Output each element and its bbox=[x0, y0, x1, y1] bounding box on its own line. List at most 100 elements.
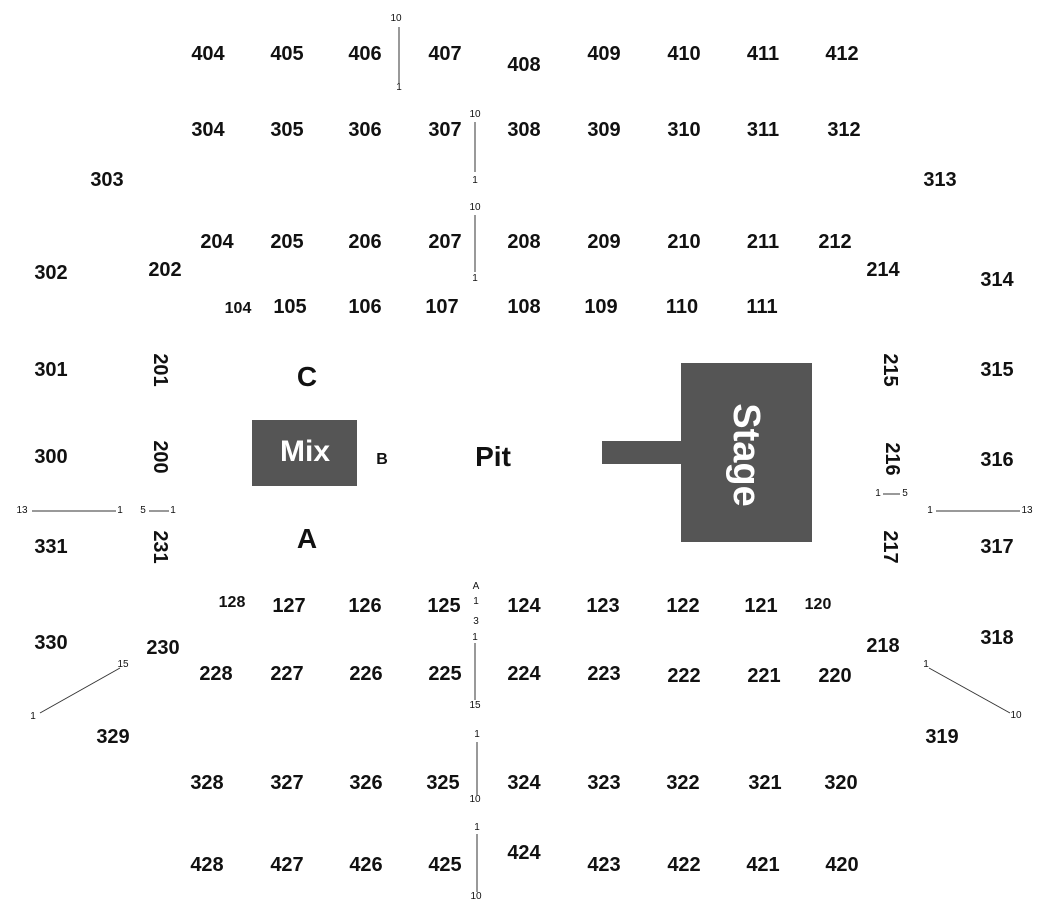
section-308[interactable]: 308 bbox=[507, 119, 541, 141]
section-408[interactable]: 408 bbox=[507, 54, 541, 76]
section-110[interactable]: 110 bbox=[665, 296, 699, 318]
section-327[interactable]: 327 bbox=[270, 772, 304, 794]
section-202[interactable]: 202 bbox=[148, 259, 182, 281]
section-406[interactable]: 406 bbox=[348, 43, 382, 65]
section-323[interactable]: 323 bbox=[587, 772, 621, 794]
section-301[interactable]: 301 bbox=[34, 359, 68, 381]
section-422[interactable]: 422 bbox=[667, 854, 701, 876]
section-331[interactable]: 331 bbox=[34, 536, 68, 558]
section-106[interactable]: 106 bbox=[348, 296, 382, 318]
section-409[interactable]: 409 bbox=[587, 43, 621, 65]
section-410[interactable]: 410 bbox=[667, 43, 701, 65]
section-329[interactable]: 329 bbox=[96, 726, 130, 748]
section-426[interactable]: 426 bbox=[349, 854, 383, 876]
section-231[interactable]: 231 bbox=[149, 530, 171, 564]
section-111[interactable]: 111 bbox=[746, 296, 778, 318]
section-228[interactable]: 228 bbox=[199, 663, 233, 685]
section-221[interactable]: 221 bbox=[747, 665, 781, 687]
section-421[interactable]: 421 bbox=[746, 854, 780, 876]
section-305[interactable]: 305 bbox=[270, 119, 304, 141]
section-217[interactable]: 217 bbox=[879, 530, 901, 564]
section-325[interactable]: 325 bbox=[426, 772, 460, 794]
section-420[interactable]: 420 bbox=[825, 854, 859, 876]
section-107[interactable]: 107 bbox=[425, 296, 459, 318]
section-303[interactable]: 303 bbox=[90, 169, 124, 191]
section-122[interactable]: 122 bbox=[666, 595, 700, 617]
section-209[interactable]: 209 bbox=[587, 231, 621, 253]
section-322[interactable]: 322 bbox=[666, 772, 700, 794]
section-220[interactable]: 220 bbox=[818, 665, 852, 687]
section-211[interactable]: 211 bbox=[746, 231, 780, 253]
section-330[interactable]: 330 bbox=[34, 632, 68, 654]
floor-b-label[interactable]: B bbox=[376, 451, 388, 468]
section-121[interactable]: 121 bbox=[744, 595, 778, 617]
section-104[interactable]: 104 bbox=[224, 300, 252, 317]
section-218[interactable]: 218 bbox=[866, 635, 900, 657]
section-212[interactable]: 212 bbox=[818, 231, 852, 253]
section-207[interactable]: 207 bbox=[428, 231, 462, 253]
section-200[interactable]: 200 bbox=[149, 440, 171, 474]
section-411[interactable]: 411 bbox=[746, 43, 780, 65]
section-206[interactable]: 206 bbox=[348, 231, 382, 253]
section-307[interactable]: 307 bbox=[428, 119, 462, 141]
section-424[interactable]: 424 bbox=[507, 842, 541, 864]
row-number-label: 10 bbox=[1010, 710, 1022, 721]
section-204[interactable]: 204 bbox=[200, 231, 234, 253]
section-319[interactable]: 319 bbox=[925, 726, 959, 748]
section-226[interactable]: 226 bbox=[349, 663, 383, 685]
section-205[interactable]: 205 bbox=[270, 231, 304, 253]
section-216[interactable]: 216 bbox=[881, 442, 903, 476]
section-405[interactable]: 405 bbox=[270, 43, 304, 65]
section-123[interactable]: 123 bbox=[586, 595, 620, 617]
section-314[interactable]: 314 bbox=[980, 269, 1014, 291]
section-313[interactable]: 313 bbox=[923, 169, 957, 191]
section-316[interactable]: 316 bbox=[980, 449, 1014, 471]
floor-a-label[interactable]: A bbox=[296, 523, 318, 554]
section-208[interactable]: 208 bbox=[507, 231, 541, 253]
section-309[interactable]: 309 bbox=[587, 119, 621, 141]
section-225[interactable]: 225 bbox=[428, 663, 462, 685]
section-223[interactable]: 223 bbox=[587, 663, 621, 685]
section-124[interactable]: 124 bbox=[507, 595, 541, 617]
section-306[interactable]: 306 bbox=[348, 119, 382, 141]
section-230[interactable]: 230 bbox=[146, 637, 180, 659]
section-215[interactable]: 215 bbox=[879, 353, 901, 387]
section-310[interactable]: 310 bbox=[667, 119, 701, 141]
section-125[interactable]: 125 bbox=[427, 595, 461, 617]
section-412[interactable]: 412 bbox=[825, 43, 859, 65]
section-312[interactable]: 312 bbox=[827, 119, 861, 141]
section-328[interactable]: 328 bbox=[190, 772, 224, 794]
section-324[interactable]: 324 bbox=[507, 772, 541, 794]
section-318[interactable]: 318 bbox=[980, 627, 1014, 649]
floor-c-label[interactable]: C bbox=[296, 361, 318, 392]
section-127[interactable]: 127 bbox=[272, 595, 306, 617]
section-128[interactable]: 128 bbox=[218, 594, 246, 611]
section-224[interactable]: 224 bbox=[507, 663, 541, 685]
section-407[interactable]: 407 bbox=[428, 43, 462, 65]
section-317[interactable]: 317 bbox=[980, 536, 1014, 558]
section-120[interactable]: 120 bbox=[804, 596, 832, 613]
section-108[interactable]: 108 bbox=[507, 296, 541, 318]
section-404[interactable]: 404 bbox=[191, 43, 225, 65]
section-423[interactable]: 423 bbox=[587, 854, 621, 876]
section-320[interactable]: 320 bbox=[824, 772, 858, 794]
section-126[interactable]: 126 bbox=[348, 595, 382, 617]
section-222[interactable]: 222 bbox=[667, 665, 701, 687]
section-302[interactable]: 302 bbox=[34, 262, 68, 284]
section-428[interactable]: 428 bbox=[190, 854, 224, 876]
section-214[interactable]: 214 bbox=[866, 259, 900, 281]
section-201[interactable]: 201 bbox=[149, 353, 171, 387]
section-425[interactable]: 425 bbox=[428, 854, 462, 876]
section-315[interactable]: 315 bbox=[980, 359, 1014, 381]
section-311[interactable]: 311 bbox=[746, 119, 780, 141]
section-109[interactable]: 109 bbox=[584, 296, 618, 318]
section-326[interactable]: 326 bbox=[349, 772, 383, 794]
pit-label[interactable]: Pit bbox=[475, 441, 511, 472]
section-427[interactable]: 427 bbox=[270, 854, 304, 876]
section-300[interactable]: 300 bbox=[34, 446, 68, 468]
section-321[interactable]: 321 bbox=[748, 772, 782, 794]
section-304[interactable]: 304 bbox=[191, 119, 225, 141]
section-227[interactable]: 227 bbox=[270, 663, 304, 685]
section-210[interactable]: 210 bbox=[667, 231, 701, 253]
section-105[interactable]: 105 bbox=[273, 296, 307, 318]
